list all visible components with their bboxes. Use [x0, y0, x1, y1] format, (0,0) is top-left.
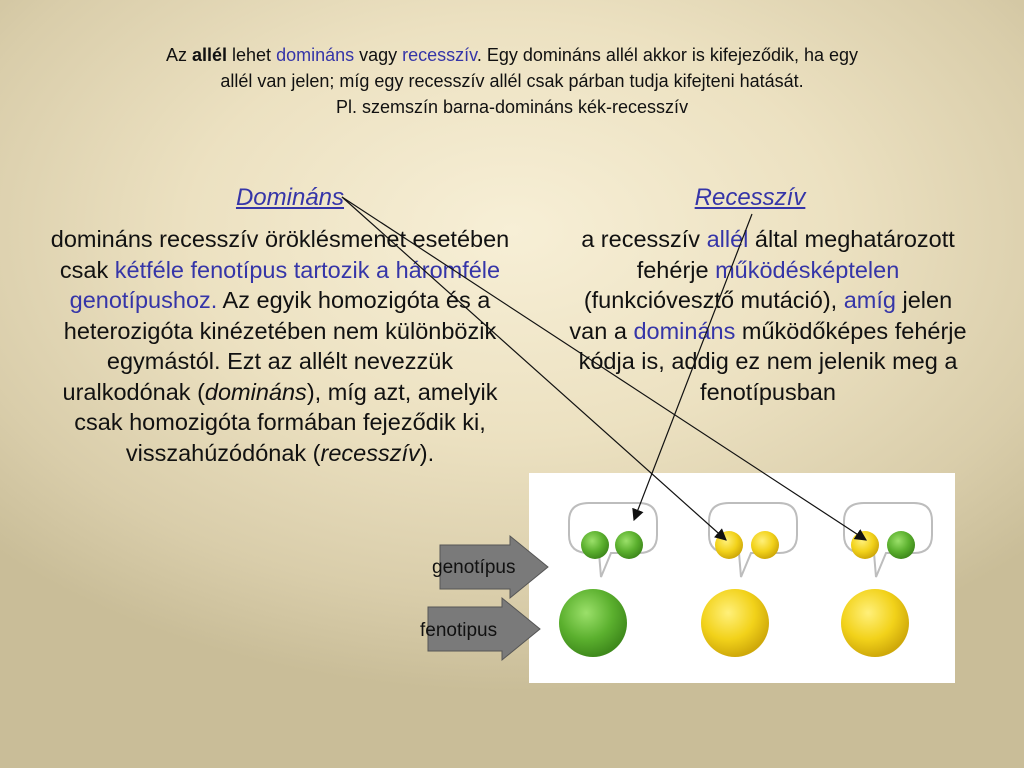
dominant-arrow-to-heterozygous	[341, 196, 868, 541]
intro-text-az: Az	[165, 45, 192, 65]
dominant-arrow-to-yellow	[341, 196, 727, 541]
dominant-italic: domináns	[204, 378, 307, 405]
intro-text: Az allél lehet domináns vagy recesszív. …	[40, 42, 984, 120]
dominant-title: Domináns	[235, 184, 345, 211]
dominant-text-2: Az egyik homozigóta és a heterozigóta ki…	[62, 287, 497, 405]
genotype-arrow	[439, 534, 549, 600]
organism-green-homozygous	[559, 502, 658, 657]
genotype-phenotype-panel	[529, 473, 955, 683]
recessive-italic: recesszív	[320, 439, 420, 466]
allele-yellow	[751, 531, 779, 559]
phenotype-label: fenotipus	[420, 620, 498, 641]
recessive-title: Recesszív	[694, 184, 806, 211]
dominant-text-4: ).	[419, 439, 435, 466]
recessive-highlight-allel: allél	[706, 226, 749, 252]
recessive-text-1: a recesszív	[581, 226, 707, 252]
recessive-arrow-to-green	[632, 213, 753, 522]
intro-term-recessziv: recesszív	[402, 45, 477, 65]
recessive-description: a recesszív allél által meghatározott fe…	[568, 224, 968, 407]
organism-yellow-homozygous	[701, 502, 798, 657]
recessive-text-3: (funkcióvesztő mutáció),	[583, 287, 844, 313]
intro-line-2: allél van jelen; míg egy recesszív allél…	[220, 71, 804, 91]
dominant-description: domináns recesszív öröklésmenet esetében…	[50, 224, 510, 468]
phenotype-yellow	[701, 589, 769, 657]
allele-green	[581, 531, 609, 559]
dominant-highlight: kétféle fenotípus tartozik a háromféle g…	[69, 256, 501, 314]
dominant-text-3: ), míg azt, amelyik csak homozigóta form…	[74, 378, 498, 466]
intro-line-1: Az allél lehet domináns vagy recesszív. …	[40, 42, 984, 68]
allele-illustration	[559, 502, 933, 657]
allele-green	[615, 531, 643, 559]
recessive-highlight-amig: amíg	[843, 287, 896, 313]
intro-term-dominans: domináns	[276, 45, 355, 65]
intro-text-lehet: lehet	[227, 45, 277, 65]
phenotype-green	[559, 589, 627, 657]
recessive-text-5: működőképes fehérje kódja is, addig ez n…	[578, 317, 967, 405]
genotype-label: genotípus	[432, 557, 516, 578]
recessive-text-2: által meghatározott fehérje	[636, 226, 955, 283]
phenotype-yellow	[841, 589, 909, 657]
dominant-text-1: domináns recesszív öröklésmenet esetében…	[50, 226, 510, 283]
recessive-highlight-dominans: domináns	[633, 317, 736, 344]
speech-bubble	[568, 502, 658, 578]
intro-line-3: Pl. szemszín barna-domináns kék-recesszí…	[335, 97, 689, 117]
recessive-text-4: jelen van a	[569, 287, 953, 344]
intro-text-vagy: vagy	[354, 45, 403, 65]
recessive-highlight-nonfunctional: működésképtelen	[715, 256, 900, 283]
intro-term-allel: allél	[191, 45, 228, 65]
organism-heterozygous	[841, 502, 933, 657]
allele-green	[887, 531, 915, 559]
intro-text-rest: . Egy domináns allél akkor is kifejeződi…	[476, 45, 859, 65]
phenotype-arrow	[427, 596, 541, 662]
